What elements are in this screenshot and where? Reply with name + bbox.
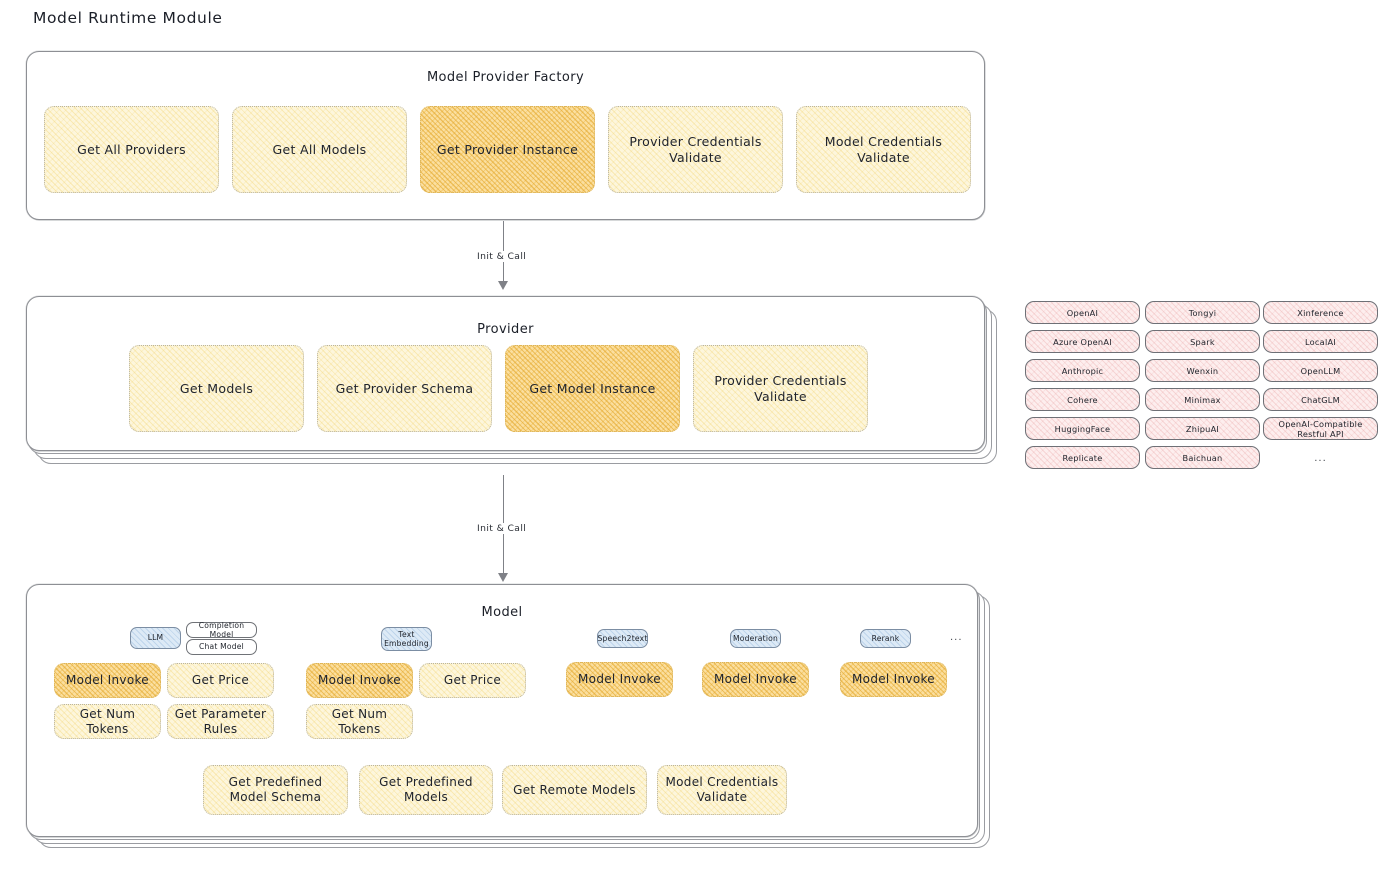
provider-pill-minimax[interactable]: Minimax bbox=[1145, 388, 1260, 411]
llm-method-get-num-tokens[interactable]: Get Num Tokens bbox=[54, 704, 161, 739]
provider-method-get-models[interactable]: Get Models bbox=[129, 345, 304, 432]
moderation-method-model-invoke[interactable]: Model Invoke bbox=[702, 662, 809, 697]
provider-pill-xinference[interactable]: Xinference bbox=[1263, 301, 1378, 324]
factory-method-get-all-models[interactable]: Get All Models bbox=[232, 106, 407, 193]
provider-pill-chatglm[interactable]: ChatGLM bbox=[1263, 388, 1378, 411]
provider-list-ellipsis: ... bbox=[1314, 453, 1327, 464]
provider-pill-spark[interactable]: Spark bbox=[1145, 330, 1260, 353]
arrow-provider-to-model-head bbox=[498, 573, 508, 582]
arrow-provider-to-model-label: Init & Call bbox=[474, 523, 530, 534]
provider-pill-openllm[interactable]: OpenLLM bbox=[1263, 359, 1378, 382]
factory-method-get-all-providers[interactable]: Get All Providers bbox=[44, 106, 219, 193]
text-embedding-method-get-num-tokens[interactable]: Get Num Tokens bbox=[306, 704, 413, 739]
arrow-factory-to-provider-head bbox=[498, 281, 508, 290]
model-method-model-credentials-validate[interactable]: Model Credentials Validate bbox=[657, 765, 787, 815]
llm-method-get-parameter-rules[interactable]: Get Parameter Rules bbox=[167, 704, 274, 739]
model-type-tag-text-embedding[interactable]: Text Embedding bbox=[381, 627, 432, 651]
llm-method-model-invoke[interactable]: Model Invoke bbox=[54, 663, 161, 698]
model-subtag-chat-model[interactable]: Chat Model bbox=[186, 639, 257, 655]
arrow-factory-to-provider-label: Init & Call bbox=[474, 251, 530, 262]
provider-pill-zhipuai[interactable]: ZhipuAI bbox=[1145, 417, 1260, 440]
provider-pill-azure-openai[interactable]: Azure OpenAI bbox=[1025, 330, 1140, 353]
provider-method-get-model-instance[interactable]: Get Model Instance bbox=[505, 345, 680, 432]
provider-method-get-provider-schema[interactable]: Get Provider Schema bbox=[317, 345, 492, 432]
model-method-get-predefined-models[interactable]: Get Predefined Models bbox=[359, 765, 493, 815]
provider-pill-wenxin[interactable]: Wenxin bbox=[1145, 359, 1260, 382]
provider-pill-replicate[interactable]: Replicate bbox=[1025, 446, 1140, 469]
model-type-tag-speech2text[interactable]: Speech2text bbox=[597, 629, 648, 648]
provider-pill-baichuan[interactable]: Baichuan bbox=[1145, 446, 1260, 469]
factory-method-get-provider-instance[interactable]: Get Provider Instance bbox=[420, 106, 595, 193]
model-type-tag-rerank[interactable]: Rerank bbox=[860, 629, 911, 648]
provider-pill-cohere[interactable]: Cohere bbox=[1025, 388, 1140, 411]
factory-method-model-credentials-validate[interactable]: Model Credentials Validate bbox=[796, 106, 971, 193]
provider-pill-tongyi[interactable]: Tongyi bbox=[1145, 301, 1260, 324]
speech2text-method-model-invoke[interactable]: Model Invoke bbox=[566, 662, 673, 697]
text-embedding-method-model-invoke[interactable]: Model Invoke bbox=[306, 663, 413, 698]
provider-pill-localai[interactable]: LocalAI bbox=[1263, 330, 1378, 353]
llm-method-get-price[interactable]: Get Price bbox=[167, 663, 274, 698]
factory-method-provider-credentials-validate[interactable]: Provider Credentials Validate bbox=[608, 106, 783, 193]
provider-pill-openai[interactable]: OpenAI bbox=[1025, 301, 1140, 324]
model-types-ellipsis: ... bbox=[950, 632, 963, 643]
provider-pill-huggingface[interactable]: HuggingFace bbox=[1025, 417, 1140, 440]
model-provider-factory-title: Model Provider Factory bbox=[426, 70, 585, 85]
model-method-get-predefined-model-schema[interactable]: Get Predefined Model Schema bbox=[203, 765, 348, 815]
rerank-method-model-invoke[interactable]: Model Invoke bbox=[840, 662, 947, 697]
provider-title: Provider bbox=[477, 322, 534, 337]
provider-method-provider-credentials-validate[interactable]: Provider Credentials Validate bbox=[693, 345, 868, 432]
model-method-get-remote-models[interactable]: Get Remote Models bbox=[502, 765, 647, 815]
provider-pill-openai-compatible-restful-api[interactable]: OpenAI-Compatible Restful API bbox=[1263, 417, 1378, 440]
model-subtag-completion-model[interactable]: Completion Model bbox=[186, 621, 257, 639]
provider-pill-anthropic[interactable]: Anthropic bbox=[1025, 359, 1140, 382]
model-type-tag-llm[interactable]: LLM bbox=[130, 627, 181, 649]
text-embedding-method-get-price[interactable]: Get Price bbox=[419, 663, 526, 698]
page-title: Model Runtime Module bbox=[33, 9, 223, 27]
model-type-tag-moderation[interactable]: Moderation bbox=[730, 629, 781, 648]
model-title: Model bbox=[481, 605, 523, 620]
